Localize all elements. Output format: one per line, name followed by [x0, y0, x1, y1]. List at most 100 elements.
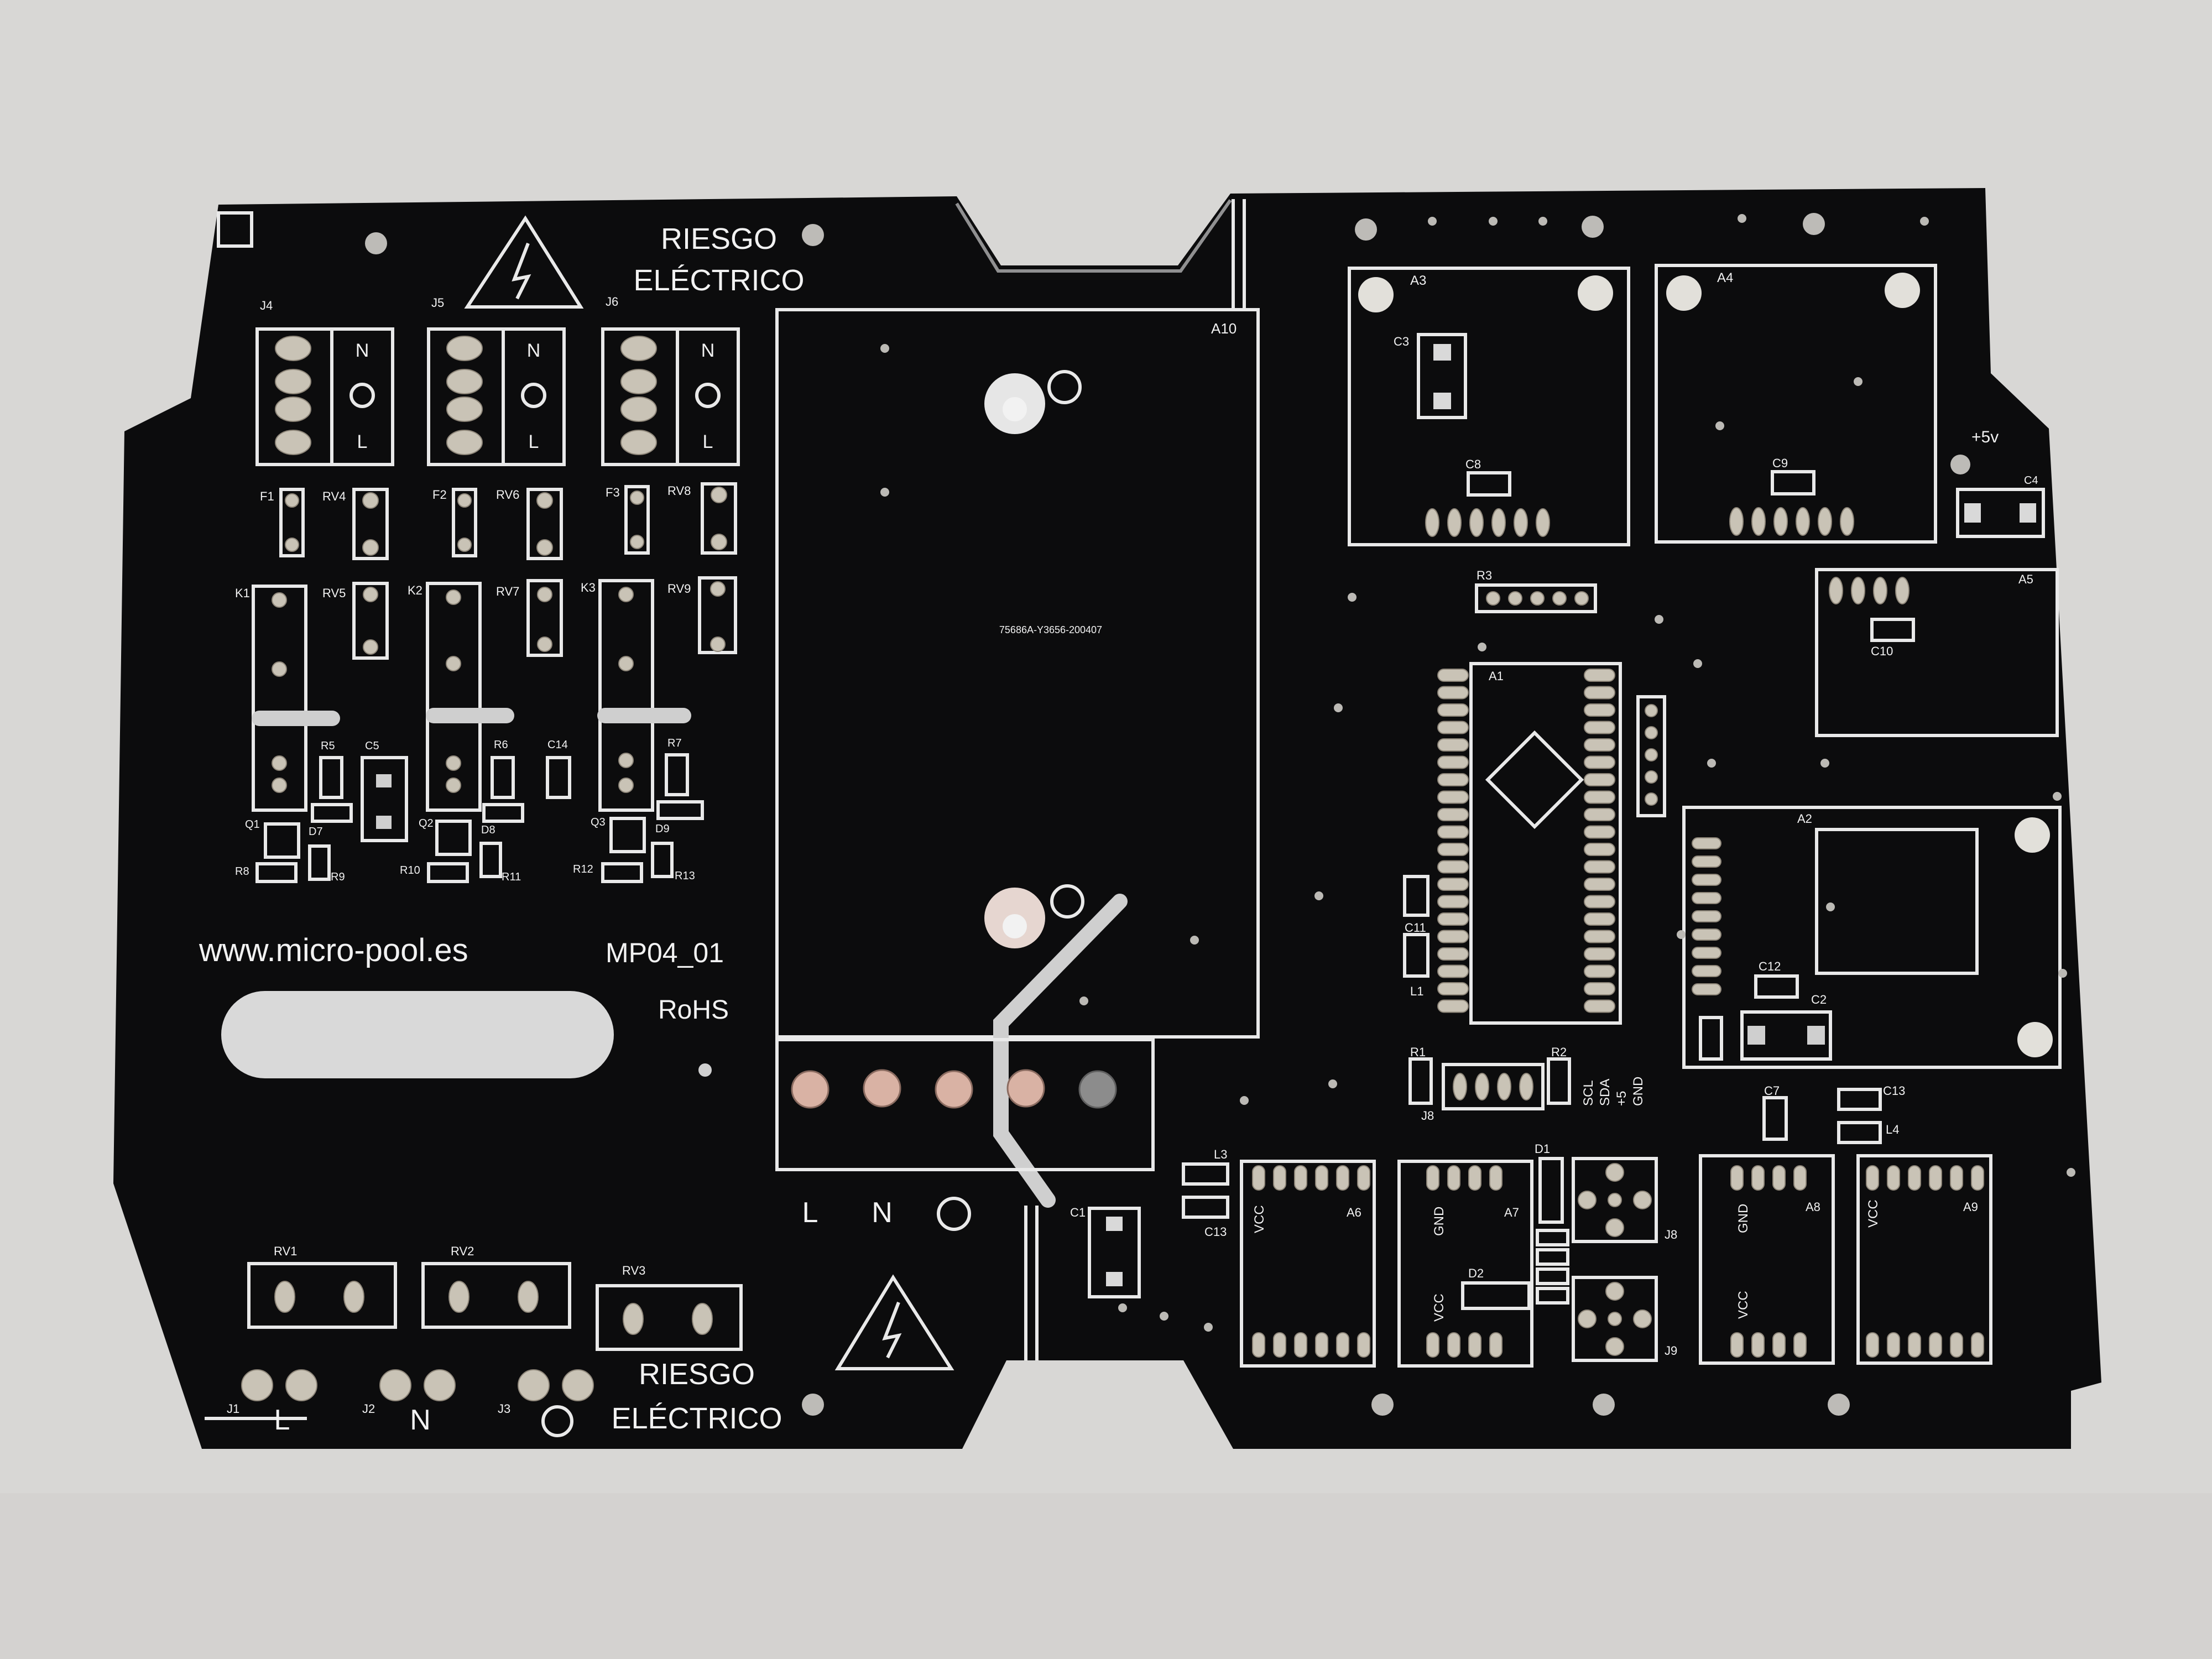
- pin-label-vcc: VCC: [1432, 1293, 1447, 1322]
- via: [2053, 792, 2062, 801]
- header-pads: [1453, 1073, 1533, 1100]
- a2-chip-outline: [1815, 828, 1979, 975]
- resistor-r3: [1475, 583, 1597, 613]
- small-smd-stack: [1536, 1229, 1569, 1305]
- warning-top-line2: ELÉCTRICO: [633, 264, 804, 297]
- terminal-l: L: [529, 431, 539, 452]
- designator-c7: C8: [1465, 457, 1481, 471]
- designator-k2: K2: [408, 583, 422, 597]
- terminal-pad: [863, 1069, 901, 1108]
- designator-r13: R13: [675, 870, 695, 882]
- designator-r12: R12: [573, 863, 593, 875]
- header-pad: [1468, 1165, 1481, 1191]
- designator-j9: J9: [1665, 1344, 1677, 1358]
- designator-rv3: RV3: [622, 1264, 645, 1277]
- header-pad: [1489, 1332, 1503, 1358]
- mount-hole: [1593, 1394, 1615, 1416]
- ground-symbol-icon: [521, 383, 546, 408]
- a2-pad: [1692, 910, 1721, 922]
- input-label-l: L: [274, 1404, 290, 1436]
- header-pads: [1829, 577, 1910, 604]
- mcu-pin-left: [1437, 930, 1469, 943]
- header-pad: [1730, 1332, 1744, 1358]
- header-pad: [1751, 1332, 1765, 1358]
- designator-r2: R2: [1551, 1045, 1567, 1059]
- designator-c13: C13: [1883, 1084, 1905, 1098]
- power-terminal-n: N: [872, 1197, 893, 1229]
- header-pad: [1908, 1165, 1921, 1191]
- warning-bottom-line1: RIESGO: [639, 1358, 755, 1391]
- mcu-pin-left: [1437, 738, 1469, 752]
- mcu-pin-right: [1584, 738, 1615, 752]
- mcu-pin-right: [1584, 999, 1615, 1013]
- mcu-outline: [1485, 730, 1584, 830]
- via: [698, 1063, 712, 1077]
- designator-a2: A2: [1797, 812, 1812, 826]
- warning-bottom-line2: ELÉCTRICO: [611, 1402, 782, 1435]
- designator-q1: Q1: [245, 818, 260, 831]
- designator-rv8: RV8: [667, 484, 691, 498]
- designator-j5: J5: [431, 296, 444, 310]
- designator-r6: R6: [494, 739, 508, 751]
- designator-r1: R1: [1410, 1045, 1426, 1059]
- header-pad: [1426, 1165, 1439, 1191]
- capacitor-c12: [1182, 1196, 1229, 1219]
- svg-text:SCL: SCL: [1581, 1080, 1596, 1106]
- pcb-board: [113, 188, 2101, 1449]
- mcu-pin-left: [1437, 982, 1469, 995]
- mount-hole: [365, 232, 387, 254]
- pin-label-vcc: VCC: [1866, 1199, 1881, 1228]
- via: [1655, 615, 1663, 624]
- header-pad: [1447, 1165, 1460, 1191]
- designator-k1: K1: [235, 586, 250, 600]
- mcu-pin-left: [1437, 843, 1469, 856]
- via: [1707, 759, 1716, 768]
- fuse-varistor-row: [279, 482, 737, 560]
- via: [1118, 1303, 1127, 1312]
- designator-c10: C11: [1405, 921, 1426, 935]
- svg-text:SDA: SDA: [1598, 1079, 1613, 1106]
- i2c-pin-labels: SCL SDA +5 GND: [1581, 1077, 1646, 1106]
- a2-pad: [1692, 965, 1721, 977]
- designator-r8: R8: [235, 865, 249, 878]
- mcu-pin-left: [1437, 964, 1469, 978]
- designator-rv2: RV2: [451, 1244, 474, 1258]
- mcu-pin-left: [1437, 703, 1469, 717]
- inductor-l3: [1182, 1162, 1229, 1186]
- mount-pad: [2017, 1022, 2053, 1057]
- terminal-pad: [935, 1070, 973, 1109]
- mcu-pin-left: [1437, 825, 1469, 839]
- mount-pad: [2015, 817, 2050, 853]
- ground-symbol-icon: [1050, 884, 1084, 919]
- terminal-pad: [791, 1070, 830, 1109]
- designator-j6: J6: [606, 295, 618, 309]
- designator-rv5: RV5: [322, 586, 346, 600]
- header-pad: [1971, 1332, 1984, 1358]
- mcu-pin-right: [1584, 878, 1615, 891]
- designator-l3: L3: [1214, 1147, 1227, 1161]
- via: [1920, 217, 1929, 226]
- designator-c5: C5: [365, 740, 379, 752]
- serial-label-area: [221, 991, 614, 1078]
- pin-label-gnd: GND: [1432, 1207, 1447, 1236]
- designator-a6: A6: [1347, 1206, 1361, 1219]
- designator-d2: D2: [1468, 1266, 1484, 1280]
- designator-k3: K3: [581, 581, 596, 594]
- mcu-pin-right: [1584, 912, 1615, 926]
- power-terminal-l: L: [802, 1197, 818, 1229]
- mcu-pin-right: [1584, 721, 1615, 734]
- pin-label-gnd: GND: [1736, 1204, 1751, 1233]
- designator-f1: F1: [260, 489, 274, 503]
- designator-c14: C14: [547, 739, 568, 751]
- designator-l1: L1: [1410, 984, 1423, 998]
- ground-symbol-icon: [541, 1405, 573, 1437]
- mount-pad: [1358, 277, 1394, 312]
- designator-a5: A5: [2018, 572, 2033, 586]
- terminal-l: L: [703, 431, 713, 452]
- via: [1826, 902, 1835, 911]
- vias: [880, 214, 2075, 1332]
- lightning-bolt-icon: [512, 242, 531, 300]
- via: [1715, 421, 1724, 430]
- terminal-l: L: [357, 431, 368, 452]
- designator-r11: R11: [502, 871, 521, 883]
